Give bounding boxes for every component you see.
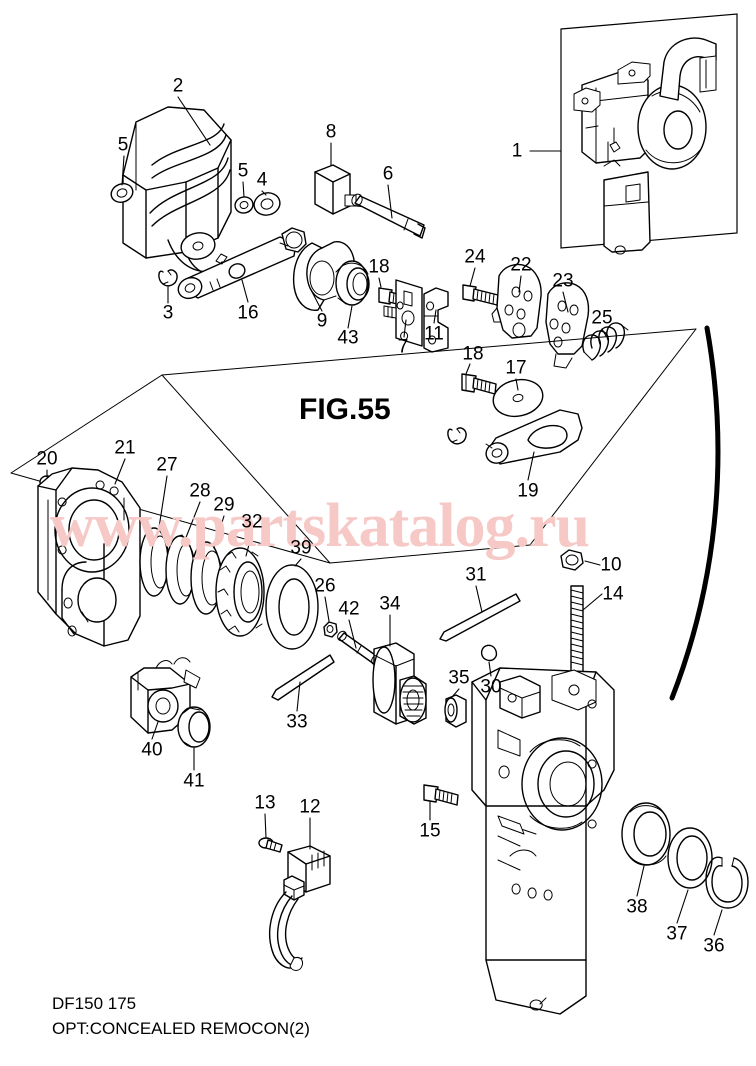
part-bolt-case	[423, 784, 459, 806]
part-gear-housing	[37, 467, 141, 647]
callout-screw-housing: 20	[36, 448, 58, 470]
part-e-clip-upper	[158, 269, 178, 287]
part-bushing-cover	[292, 241, 355, 311]
callout-ring: 37	[666, 923, 688, 945]
callout-o-ring-left: 5	[117, 134, 129, 156]
part-key-bar	[439, 593, 521, 642]
cable-curve	[669, 325, 721, 701]
part-oil-seal	[621, 802, 671, 866]
footer-block: DF150 175 OPT:CONCEALED REMOCON(2)	[52, 992, 310, 1041]
part-motor	[372, 642, 427, 725]
part-shaft-pin	[271, 654, 335, 701]
callout-oil-seal: 38	[626, 896, 648, 918]
part-cam-plate-b	[545, 282, 590, 369]
callout-cam-plate-a: 22	[510, 254, 532, 276]
callout-nut-small: 26	[314, 575, 336, 597]
part-grommet	[335, 260, 370, 306]
part-plate-outer	[423, 287, 449, 353]
callout-bolt-case: 15	[419, 820, 441, 842]
callout-remocon-assembly-inset: 1	[511, 140, 523, 162]
callout-motor: 34	[379, 593, 401, 615]
callout-gear-housing: 21	[114, 437, 136, 459]
callout-lever-arm: 19	[517, 480, 539, 502]
callout-switch-block: 8	[325, 121, 337, 143]
callout-bracket-lower: 40	[141, 739, 163, 761]
callout-switch-connector-harness: 12	[299, 796, 321, 818]
callout-plate-inner: 7	[397, 336, 409, 358]
part-ball	[480, 644, 498, 662]
main-lower-case	[471, 667, 615, 1015]
part-nut	[560, 549, 584, 571]
figure-boundary-diamond	[10, 328, 697, 564]
callout-roll-pin: 42	[338, 598, 360, 620]
part-pin-rod	[351, 193, 426, 239]
callout-bushing-a: 27	[156, 454, 178, 476]
callout-spring: 25	[591, 307, 613, 329]
part-bushing-c	[190, 541, 223, 615]
callout-screw-small: 13	[254, 792, 276, 814]
callout-bushing-motor: 35	[448, 667, 470, 689]
callout-bushing-lower: 41	[183, 770, 205, 792]
callout-thrust-ring: 39	[290, 537, 312, 559]
part-bolt-lower	[461, 373, 497, 395]
part-thrust-ring	[265, 564, 319, 650]
callout-nut: 10	[600, 554, 622, 576]
figure-title: FIG.55	[299, 393, 391, 426]
callout-ball: 30	[480, 676, 502, 698]
part-bushing-lower	[177, 706, 211, 748]
part-ring	[667, 827, 713, 889]
part-plate-inner	[383, 279, 423, 347]
part-o-ring-right	[234, 196, 254, 214]
callout-plate-outer: 11	[424, 323, 444, 345]
footer-caption-text: OPT:CONCEALED REMOCON(2)	[52, 1018, 310, 1038]
callout-e-clip-upper-left: 3	[162, 302, 174, 324]
part-flat-washer	[492, 378, 544, 418]
callout-bushing-cover: 9	[316, 310, 328, 332]
callout-grommet: 43	[337, 327, 359, 349]
leader-lines	[46, 96, 723, 936]
part-bushing-motor	[444, 694, 467, 728]
callout-gear-plate: 32	[241, 511, 263, 533]
part-nut-small	[323, 621, 338, 638]
callout-bolt-upper: 18	[368, 256, 390, 278]
callout-long-bolt: 14	[602, 583, 624, 605]
part-bolt-cam	[462, 284, 499, 306]
callout-mounting-bracket: 2	[172, 75, 184, 97]
callout-link-arm: 16	[237, 302, 259, 324]
callout-washer: 4	[256, 169, 268, 191]
inset-box-remocon-assembly	[560, 13, 738, 255]
part-e-clip-mid	[447, 427, 467, 445]
callout-bolt-cam: 24	[464, 246, 486, 268]
part-link-arm	[177, 227, 307, 300]
callout-pin-rod: 6	[382, 163, 394, 185]
callout-cam-plate-b: 23	[552, 270, 574, 292]
callout-bushing-b: 28	[189, 480, 211, 502]
callout-shaft-pin: 33	[286, 711, 308, 733]
callout-o-ring-right: 5	[237, 160, 249, 182]
part-lever-arm	[485, 409, 583, 465]
part-gear-plate	[215, 547, 265, 637]
callout-key-bar: 31	[465, 564, 487, 586]
part-bracket-lower	[130, 657, 201, 734]
part-o-ring-left	[110, 183, 134, 203]
callout-snap-ring: 36	[703, 935, 725, 957]
part-mounting-bracket	[122, 106, 232, 275]
part-cam-plate-a	[491, 263, 542, 339]
footer-model-text: DF150 175	[52, 994, 137, 1013]
callout-bolt-lower: 18	[462, 343, 484, 365]
part-snap-ring	[705, 856, 749, 909]
callout-flat-washer: 17	[505, 357, 527, 379]
callout-bushing-c: 29	[213, 494, 235, 516]
